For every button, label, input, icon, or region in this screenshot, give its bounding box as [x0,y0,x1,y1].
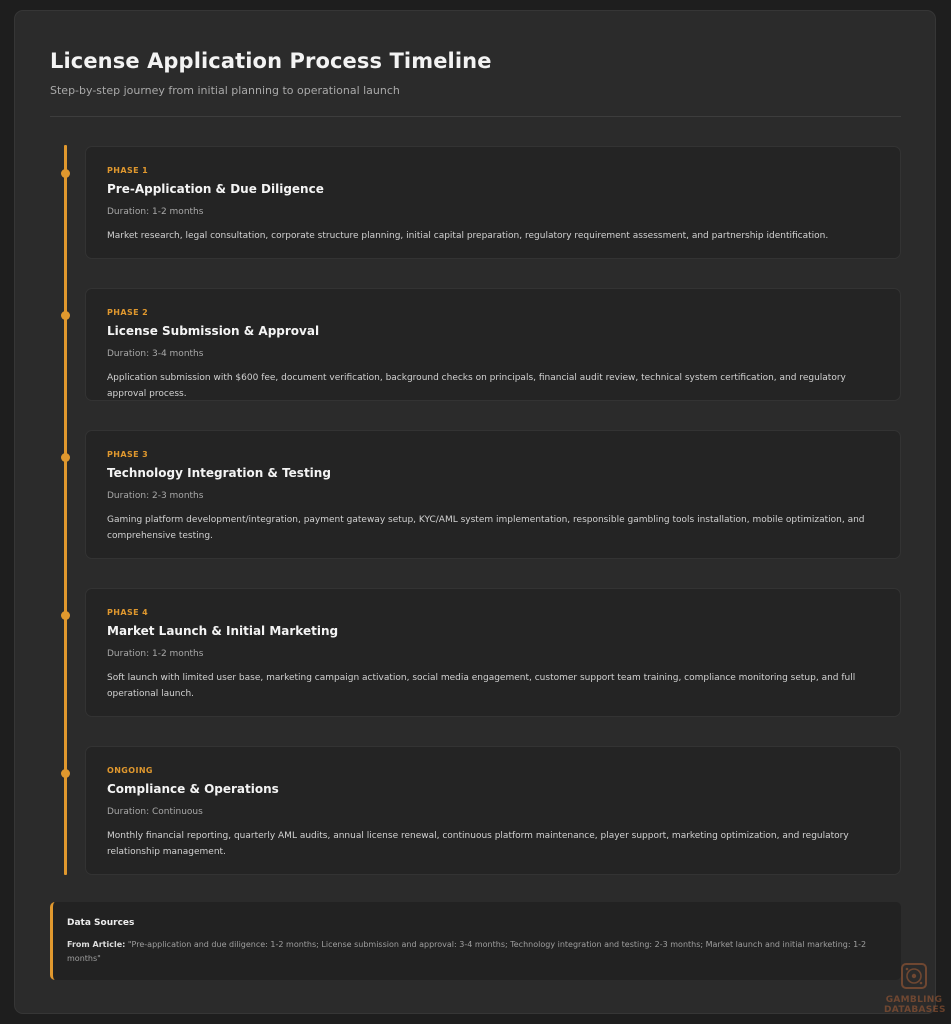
data-sources-label: From Article: [67,940,126,949]
phase-description: Gaming platform development/integration,… [107,515,865,541]
phase-card-ongoing: ONGOING Compliance & Operations Duration… [85,746,901,875]
phase-duration: Duration: 2-3 months [107,491,204,501]
timeline-dot [61,311,70,320]
phase-description: Monthly financial reporting, quarterly A… [107,831,849,857]
gambling-databases-logo: GAMBLING DATABASES [884,957,946,1021]
timeline-dot [61,453,70,462]
data-sources-text: From Article: "Pre-application and due d… [67,938,877,966]
phase-card-4: PHASE 4 Market Launch & Initial Marketin… [85,588,901,717]
phase-duration: Duration: Continuous [107,807,203,817]
phase-card-3: PHASE 3 Technology Integration & Testing… [85,430,901,559]
data-sources-box: Data Sources From Article: "Pre-applicat… [50,902,901,980]
timeline-card: License Application Process Timeline Ste… [14,10,936,1014]
data-sources-quote: "Pre-application and due diligence: 1-2 … [67,940,867,963]
phase-tag: PHASE 1 [107,166,149,175]
header-divider [50,116,901,117]
phase-title: Compliance & Operations [107,782,279,796]
phase-title: Technology Integration & Testing [107,466,331,480]
timeline-dot [61,769,70,778]
watermark-line-1: GAMBLING [885,995,943,1005]
phase-tag: PHASE 4 [107,608,149,617]
phase-tag: PHASE 2 [107,308,149,317]
phase-description: Market research, legal consultation, cor… [107,231,829,241]
phase-title: Pre-Application & Due Diligence [107,182,324,196]
page-subtitle: Step-by-step journey from initial planni… [50,84,400,97]
dice-emblem-icon [901,963,927,989]
phase-description: Application submission with $600 fee, do… [107,373,846,399]
phase-duration: Duration: 1-2 months [107,649,204,659]
watermark-line-2: DATABASES [884,1005,946,1015]
phase-card-1: PHASE 1 Pre-Application & Due Diligence … [85,146,901,259]
watermark-text: GAMBLING DATABASES [884,995,946,1015]
phase-duration: Duration: 1-2 months [107,207,204,217]
timeline-dot [61,169,70,178]
timeline-line [64,145,67,875]
phase-duration: Duration: 3-4 months [107,349,204,359]
timeline-dot [61,611,70,620]
phase-tag: ONGOING [107,766,153,775]
phase-title: Market Launch & Initial Marketing [107,624,339,638]
phase-title: License Submission & Approval [107,324,320,338]
phase-card-2: PHASE 2 License Submission & Approval Du… [85,288,901,401]
data-sources-title: Data Sources [67,918,135,928]
page-title: License Application Process Timeline [50,49,492,73]
phase-description: Soft launch with limited user base, mark… [107,673,856,699]
phase-tag: PHASE 3 [107,450,149,459]
